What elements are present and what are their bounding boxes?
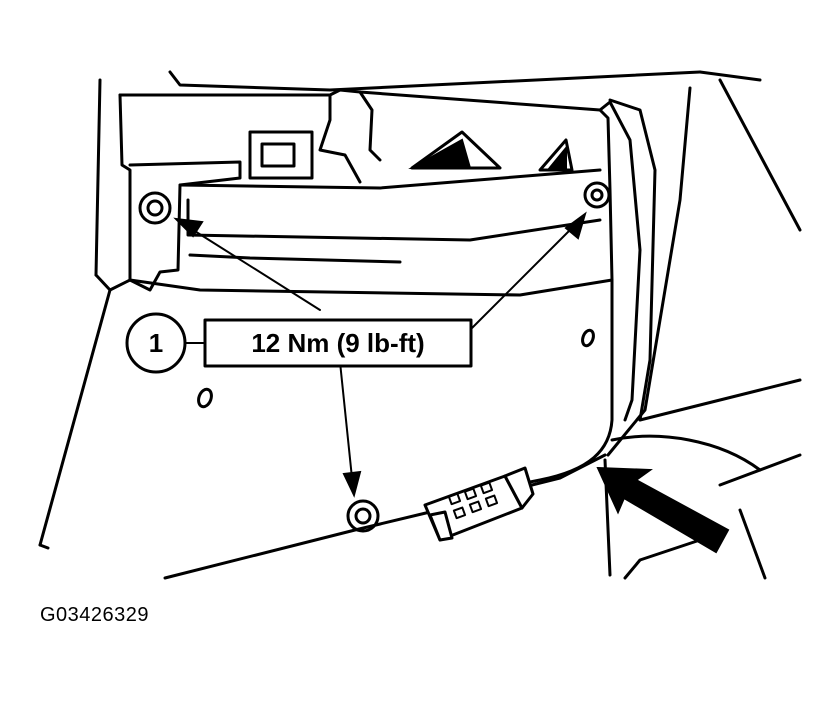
- outer-trim: [38, 70, 802, 580]
- torque-spec-label: 12 Nm (9 lb-ft): [251, 328, 424, 358]
- leader-lines: [173, 211, 587, 498]
- torque-callout: 1 12 Nm (9 lb-ft): [125, 312, 473, 374]
- callout-number: 1: [149, 328, 163, 358]
- bolt-lower: [346, 499, 380, 533]
- callout-number-circle: [125, 312, 187, 374]
- figure-id: G03426329: [40, 604, 150, 626]
- panel-clip: [248, 130, 314, 180]
- electrical-connector-icon: [423, 466, 535, 542]
- wire-harness: [163, 453, 607, 580]
- panel-holes: [197, 328, 595, 409]
- component-panel: [94, 88, 657, 490]
- callout-box: [203, 318, 473, 368]
- panel-molding: [408, 130, 574, 172]
- view-direction-arrow-icon: [596, 466, 730, 554]
- bolt-upper-left: [138, 191, 172, 225]
- bolt-upper-right: [583, 181, 611, 209]
